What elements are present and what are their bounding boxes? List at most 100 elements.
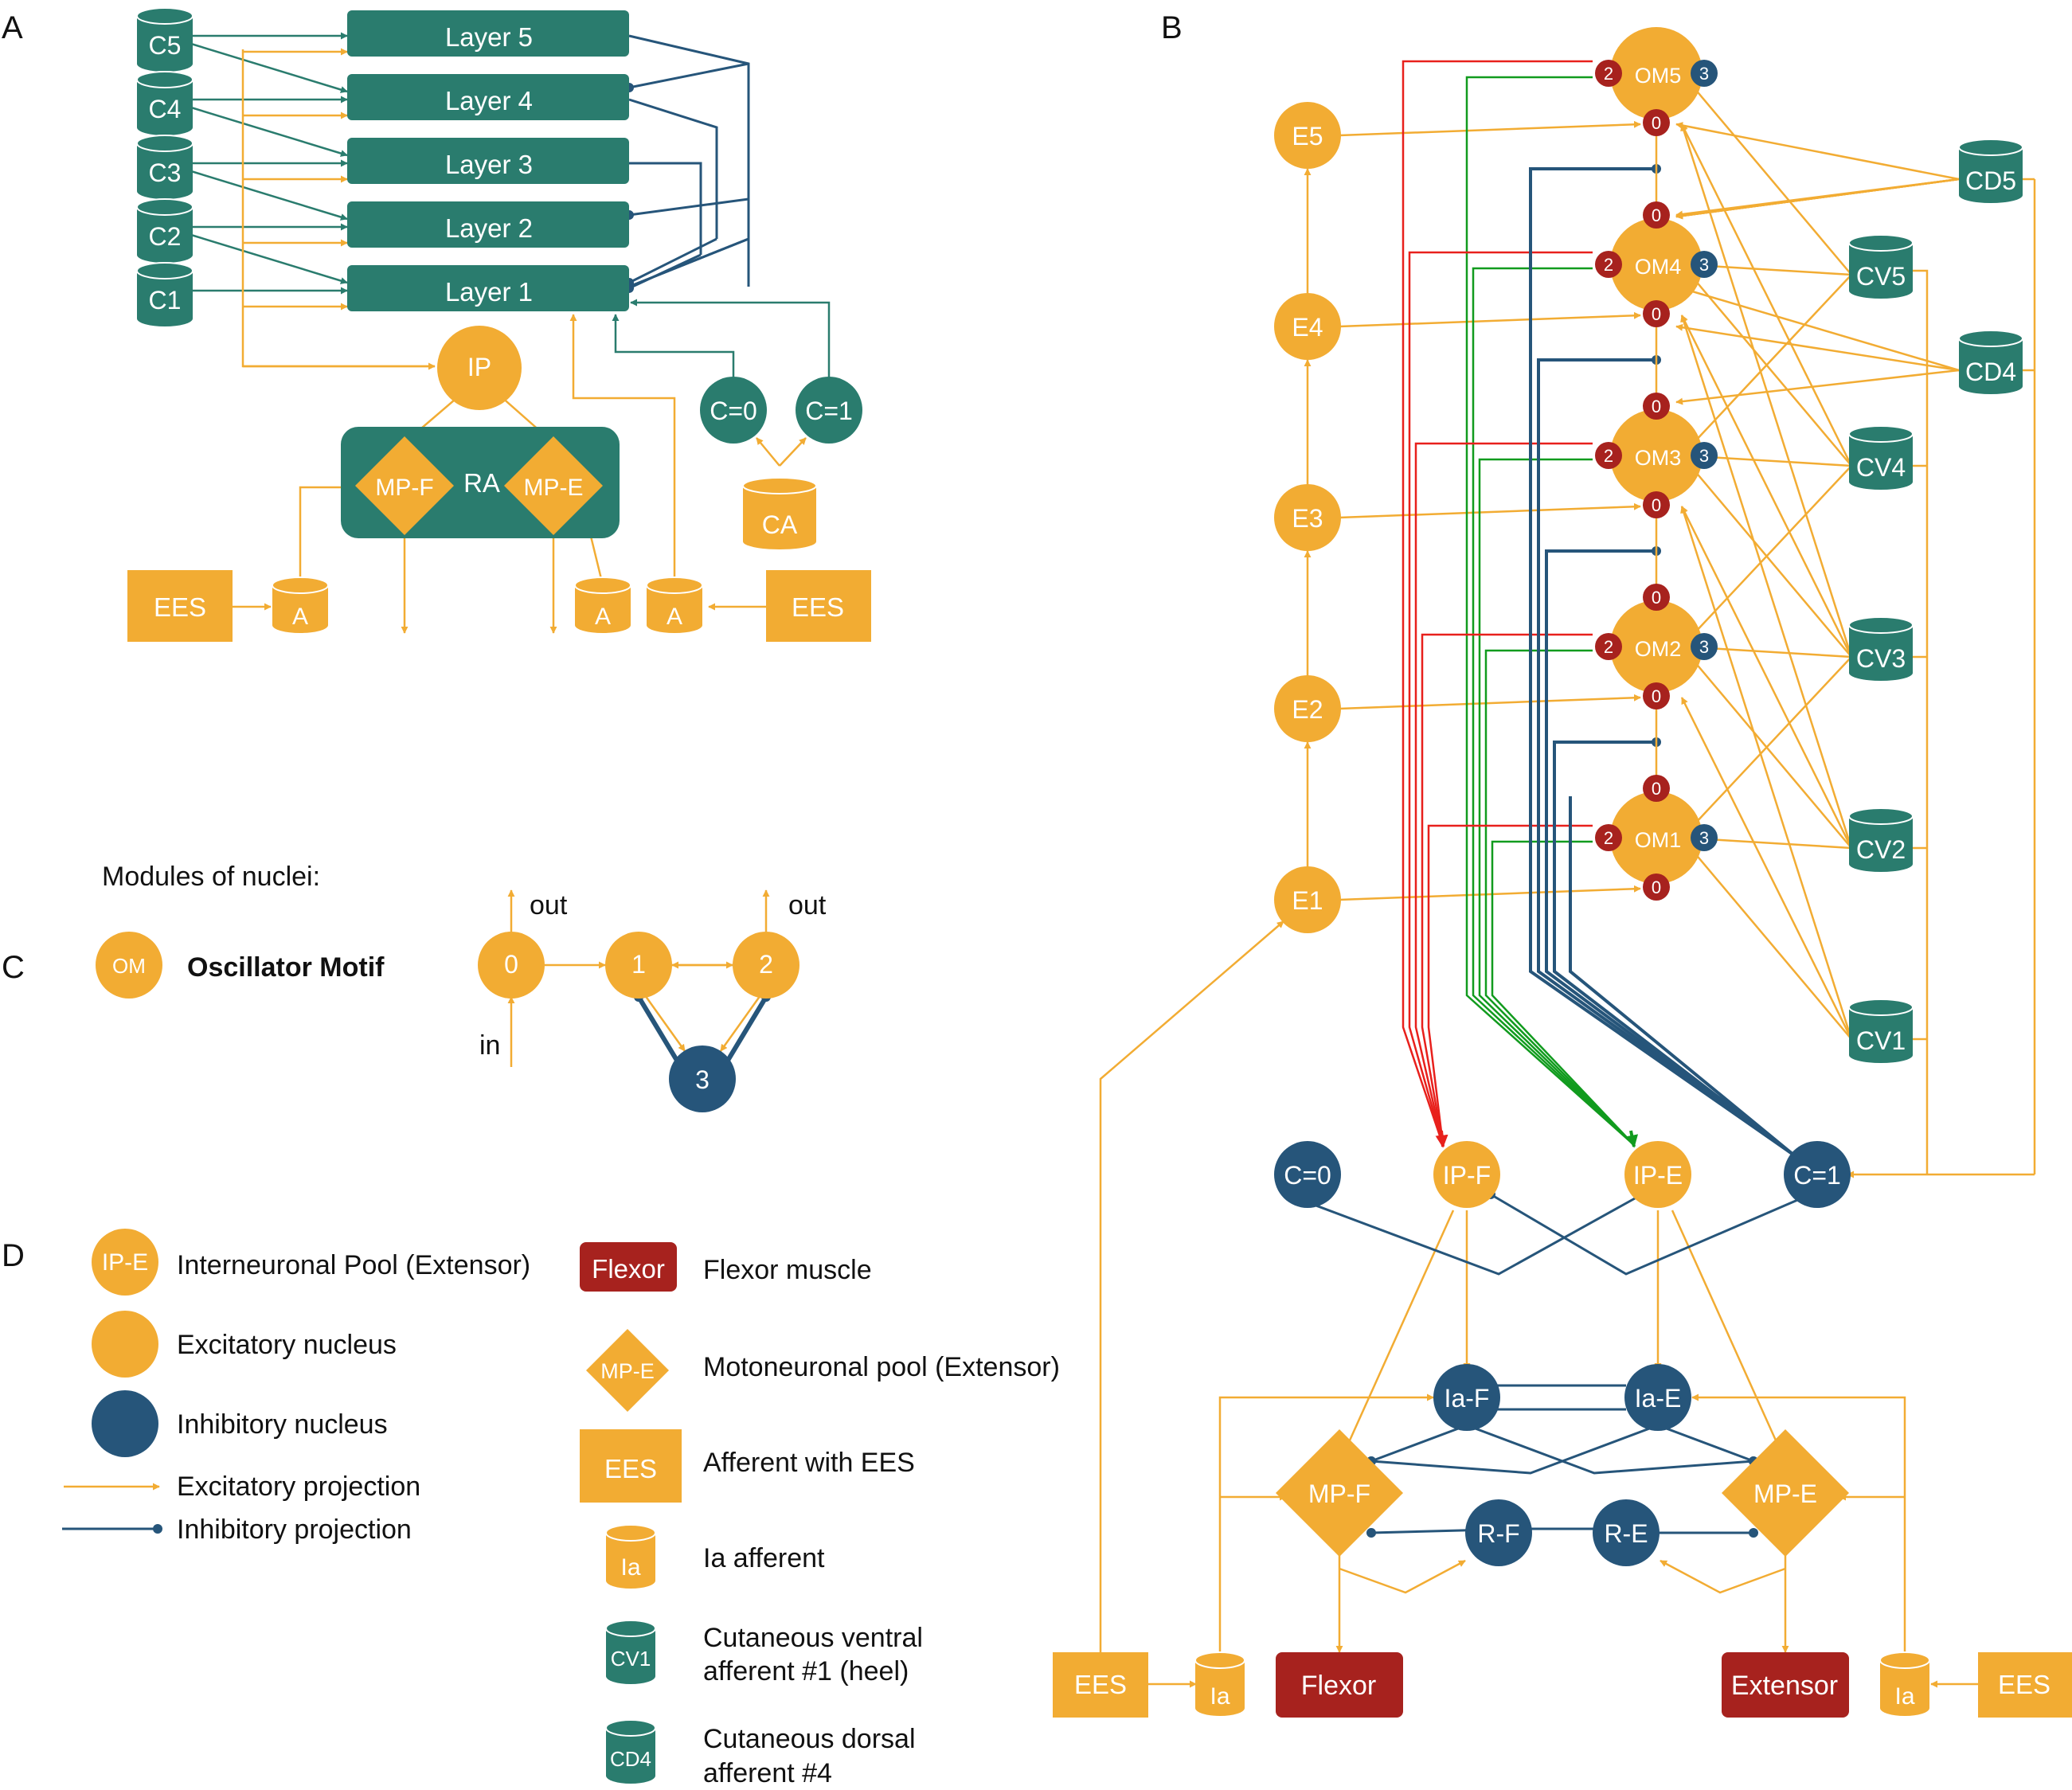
b-mpe-pool [1722,1429,1849,1557]
motif-2-to-3 [719,995,762,1052]
input-c5-label: C5 [149,31,182,60]
c1-inhibit-om [1537,355,1795,1156]
om4-sub0-top-label: 0 [1652,205,1661,225]
cv-to-om [1681,72,1852,276]
input-cylinder-top [136,71,194,88]
b-ipf-label: IP-F [1443,1161,1491,1190]
cv-cylinder-top [1848,425,1914,443]
motif-node-2-label: 2 [759,950,773,979]
motif-1-to-3 [643,995,686,1052]
b-ipe-label: IP-E [1633,1161,1683,1190]
om3-nucleus [1610,409,1703,502]
ipe-to-mpe [1671,1210,1781,1450]
a-afferent-2-top [574,576,631,594]
cv2-label: CV2 [1856,835,1906,864]
mpe-to-re [1660,1559,1786,1594]
cv-cylinder [1848,234,1914,299]
om5-sub0-label: 0 [1652,113,1661,133]
om3-subnode-0-bottom [1643,491,1670,518]
legend-ipe-circle [92,1229,158,1296]
legend-flexor-label: Flexor muscle [703,1255,872,1285]
c1-inhibit-trunk [1569,796,1795,1156]
a-ca-cylinder [742,477,817,549]
ip-label: IP [467,353,491,381]
b-re-label: R-E [1604,1519,1648,1548]
a-afferent-3-top [646,576,703,594]
a-afferent-3-label: A [667,604,682,630]
a-c0-nucleus [700,377,767,444]
e-to-om [1339,885,1641,901]
legend-mpe-icon: MP-E [600,1359,655,1383]
cv-to-om [1680,123,1853,658]
modules-heading: Modules of nuclei: [102,862,320,892]
inh-to-layer2 [624,197,749,220]
om3-sub0-label: 0 [1652,495,1661,515]
inh-to-layer1b [624,253,702,293]
om2-subnode-3 [1691,633,1718,660]
input-cylinder-body [137,199,193,263]
cv-cylinder [1848,425,1914,490]
om2-nucleus [1610,600,1703,693]
input-c3-label: C3 [149,158,182,187]
b-flexor-label: Flexor [1301,1671,1376,1701]
legend-cd-label-2: afferent #4 [703,1758,832,1788]
cd5-label: CD5 [1965,166,2016,195]
legend-mpe-diamond [586,1329,669,1412]
flexor-projection [1402,60,1593,1146]
input-cylinder-top [136,198,194,216]
legend-cv-cylinder-body [606,1620,655,1684]
om2-sub2-label: 2 [1604,637,1613,657]
legend-exc-proj-label: Excitatory projection [177,1471,420,1502]
om2-subnode-0-bottom [1643,682,1670,709]
input-cylinder [136,135,194,199]
motif-node-0 [478,932,545,999]
a-mpe-pool [504,436,603,535]
b-c1-label: C=1 [1793,1161,1841,1190]
legend-flexor-icon: Flexor [592,1254,665,1284]
a-ees-right-label: EES [792,592,844,622]
om4-sub0-label: 0 [1652,304,1661,324]
legend-mpe-label: Motoneuronal pool (Extensor) [703,1352,1060,1382]
om4-label: OM4 [1635,255,1682,279]
inh-to-layer4 [624,62,749,92]
b-ia-right-label: Ia [1894,1683,1914,1710]
legend-ia-cylinder-top [605,1524,656,1542]
extensor-projection [1472,267,1635,1146]
mpf-to-rf [1339,1559,1466,1594]
input-cylinder-body [137,135,193,199]
extensor-projection [1465,76,1635,1146]
om2-sub0-top-label: 0 [1652,588,1661,608]
a-ca-cylinder-body [743,478,816,549]
cv-to-om [1680,506,1853,1040]
om1-nucleus [1610,791,1703,884]
input-cylinder-top [136,262,194,279]
legend-exc-circle [92,1311,158,1378]
b-mpf-pool [1276,1429,1403,1557]
cd5-to-om [1675,122,1960,181]
ip-nucleus [437,326,522,410]
legend-cv-cylinder-top [605,1620,656,1637]
cd4-cylinder-top [1958,330,2023,347]
input-cylinder-body [137,72,193,135]
legend-ees-icon: EES [604,1454,657,1483]
b-ia-right-body [1880,1652,1929,1716]
ees-to-e1 [1099,920,1284,1656]
layer-1-label: Layer 1 [445,277,533,307]
b-iaf-label: Ia-F [1445,1384,1490,1413]
input-cylinder-body [137,8,193,72]
extensor-projection [1484,649,1635,1146]
flexor-arrowhead [1435,1130,1448,1148]
b-ipe-nucleus [1624,1141,1691,1208]
om3-sub3-label: 3 [1699,446,1709,466]
a-afferent-1-top [272,576,329,594]
motif-node-3 [669,1045,736,1112]
b-re-nucleus [1593,1499,1660,1566]
e-to-om [1339,311,1641,328]
om5-nucleus [1610,27,1703,119]
om5-subnode-0-bottom [1643,109,1670,136]
extensor-projection [1478,458,1635,1146]
cv-to-om [1680,506,1853,849]
c0-to-layer1 [612,314,735,381]
cd4-label: CD4 [1965,358,2016,386]
legend-cd-cylinder-body [606,1720,655,1784]
